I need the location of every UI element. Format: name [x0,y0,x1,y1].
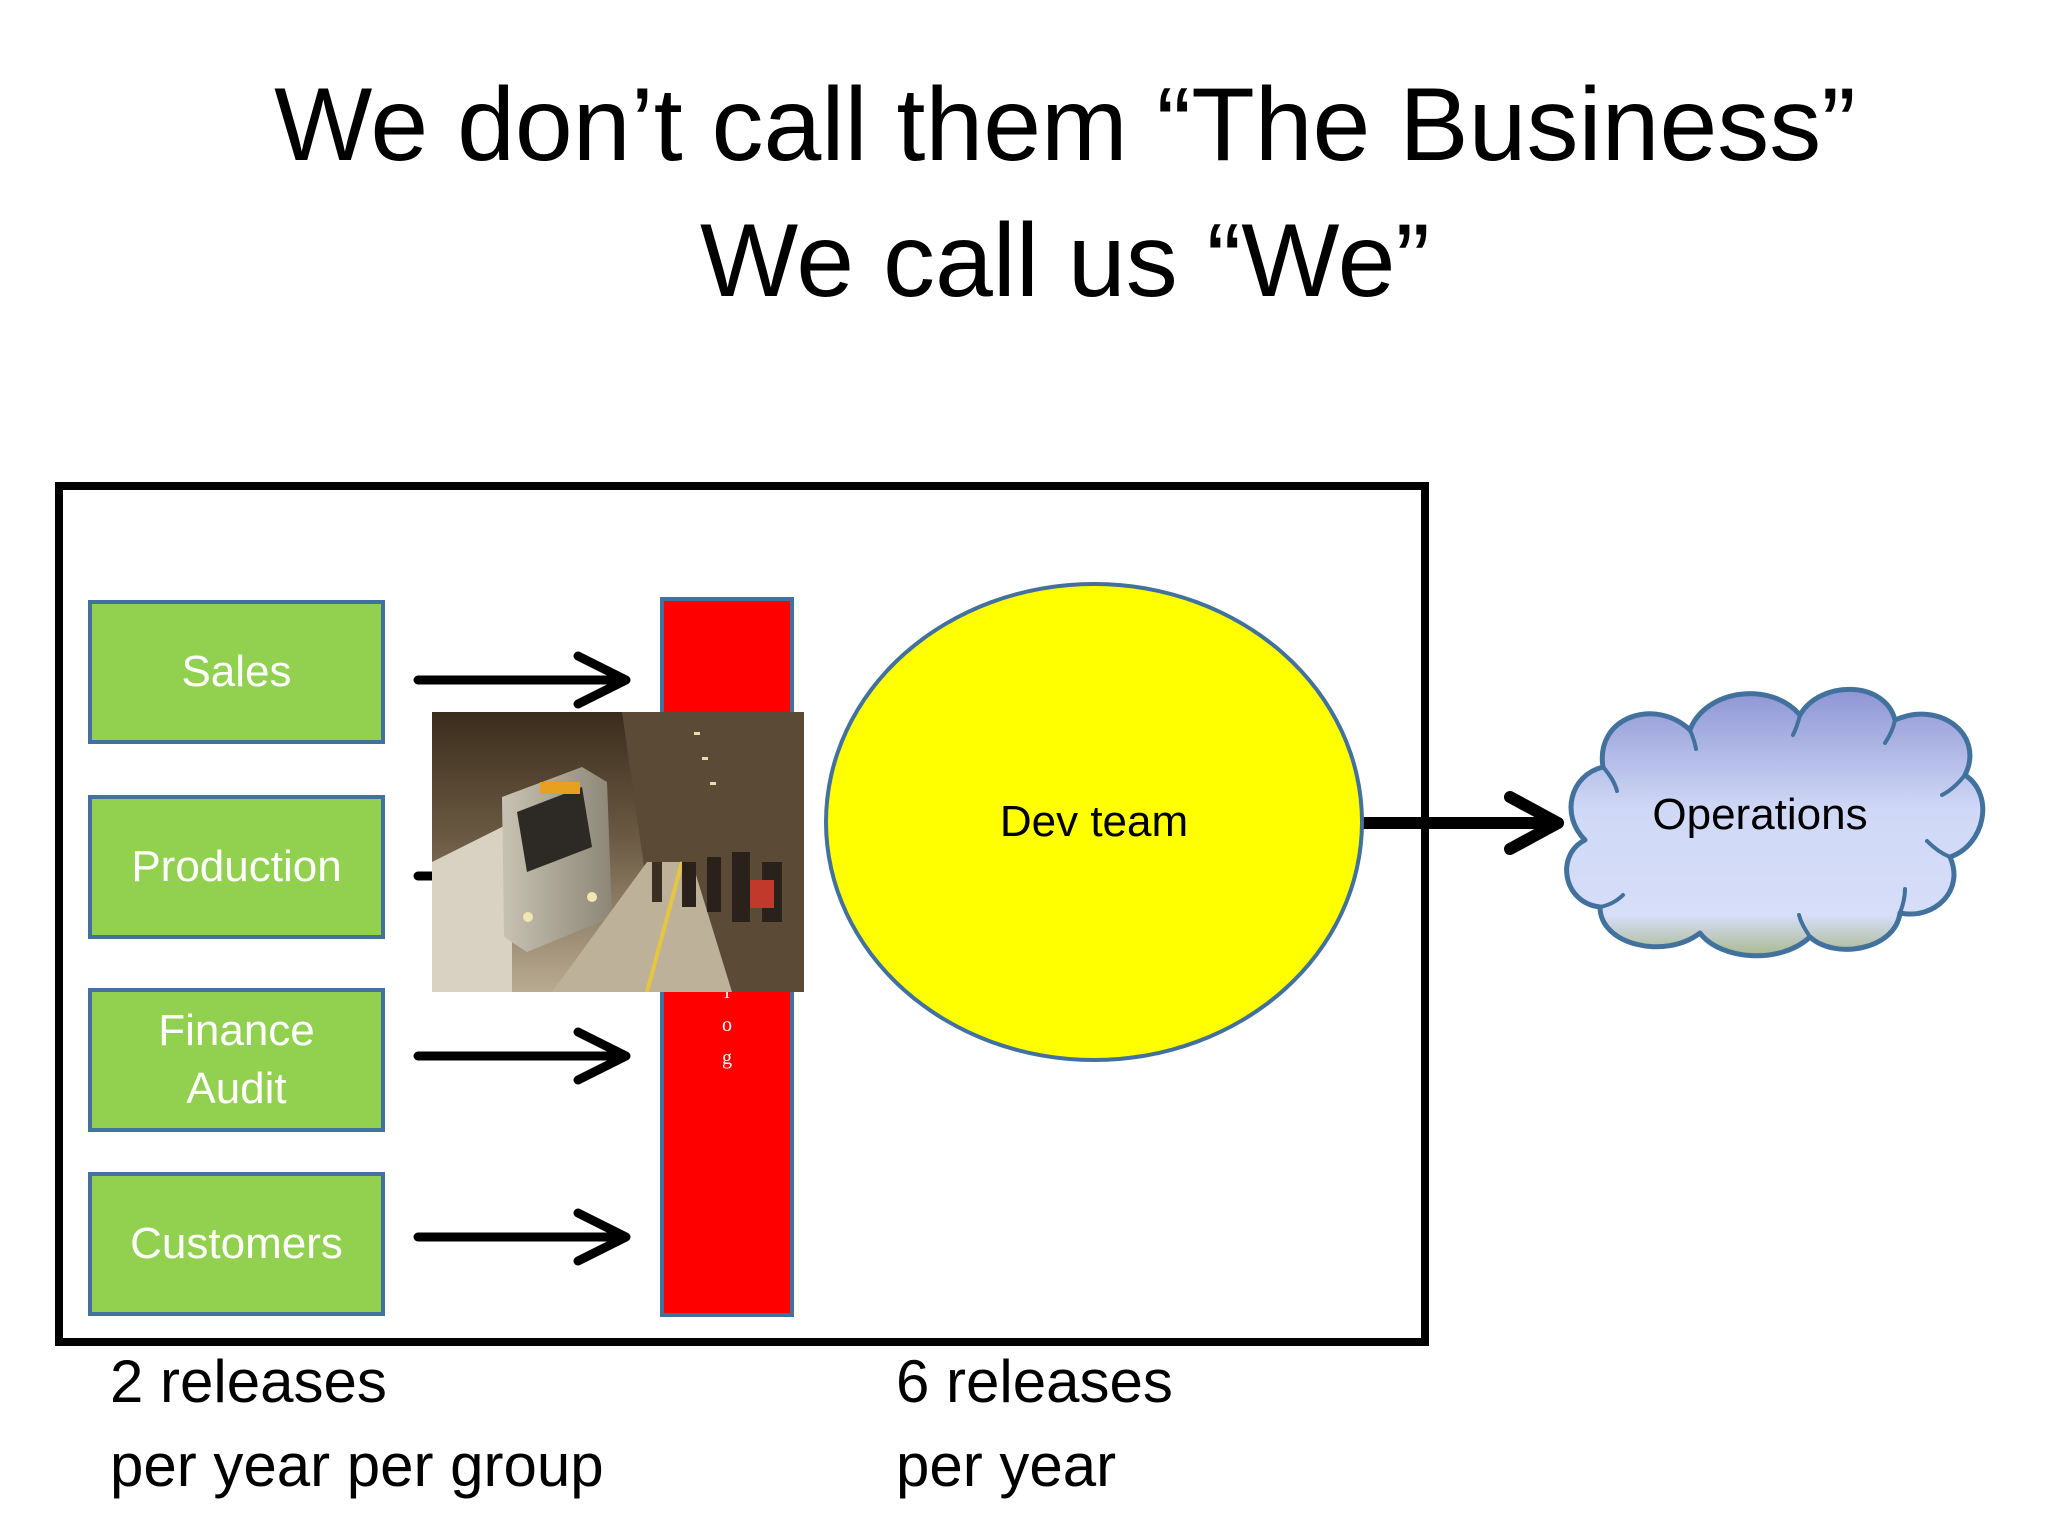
backlog-letter: g [722,1047,732,1069]
production-box: Production [88,795,385,939]
operations-cloud [1564,686,1986,959]
customers-box: Customers [88,1172,385,1316]
dev-team-circle: Dev team [824,582,1364,1062]
sales-arrow [413,651,631,709]
slide-title-line-1: We don’t call them “The Business” [274,67,1856,183]
group-release-rate-line-1: 2 releases [110,1348,387,1415]
customers-arrow [413,1208,631,1266]
sales-label: Sales [181,647,292,696]
dev-to-operations-arrow [1358,791,1564,855]
dev-release-rate-line-2: per year [896,1432,1117,1499]
backlog-letter: o [722,1014,732,1036]
group-release-rate-line-2: per year per group [110,1432,604,1499]
operations-label: Operations [1652,790,1868,839]
dev-team-label: Dev team [999,797,1189,846]
dev-release-rate-line-1: 6 releases [896,1348,1173,1415]
we-boundary-frame [55,482,1429,1346]
finance-audit-arrow [413,1027,631,1085]
finance-audit-box: Finance Audit [88,988,385,1132]
backlog-letter: l [724,981,730,1003]
tram-photo [432,712,804,992]
sales-box: Sales [88,600,385,744]
finance-audit-label: Finance Audit [158,1006,315,1113]
production-label: Production [131,842,342,891]
customers-label: Customers [130,1219,343,1268]
slide-title-line-2: We call us “We” [699,203,1431,319]
